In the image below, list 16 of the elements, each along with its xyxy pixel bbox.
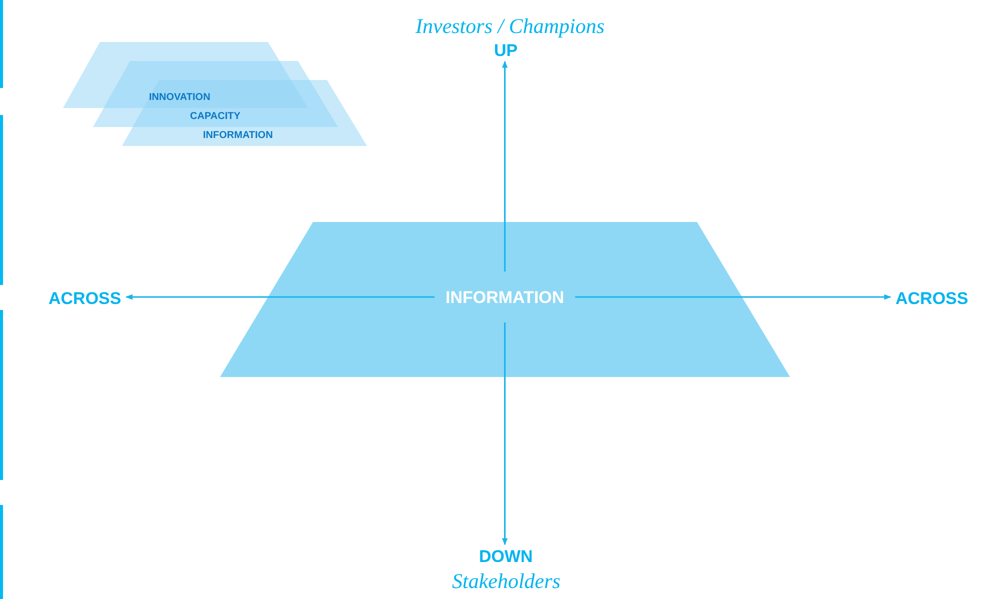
axis-label: ACROSS — [896, 290, 968, 306]
layer-plane — [220, 222, 790, 377]
arrow — [502, 60, 508, 272]
arrow — [502, 322, 508, 546]
axis-label: DOWN — [479, 548, 533, 564]
layer-label: INNOVATION — [149, 93, 210, 103]
arrow — [575, 294, 892, 300]
layer-plane — [122, 80, 367, 146]
layer-label: CAPACITY — [190, 112, 240, 122]
axis-label: UP — [494, 42, 518, 58]
axis-caption: Investors / Champions — [416, 16, 604, 36]
layer-label: INFORMATION — [203, 131, 273, 141]
arrow — [126, 294, 434, 300]
axis-caption: Stakeholders — [452, 570, 560, 592]
plane-label: INFORMATION — [446, 288, 564, 306]
axis-label: ACROSS — [48, 290, 122, 306]
